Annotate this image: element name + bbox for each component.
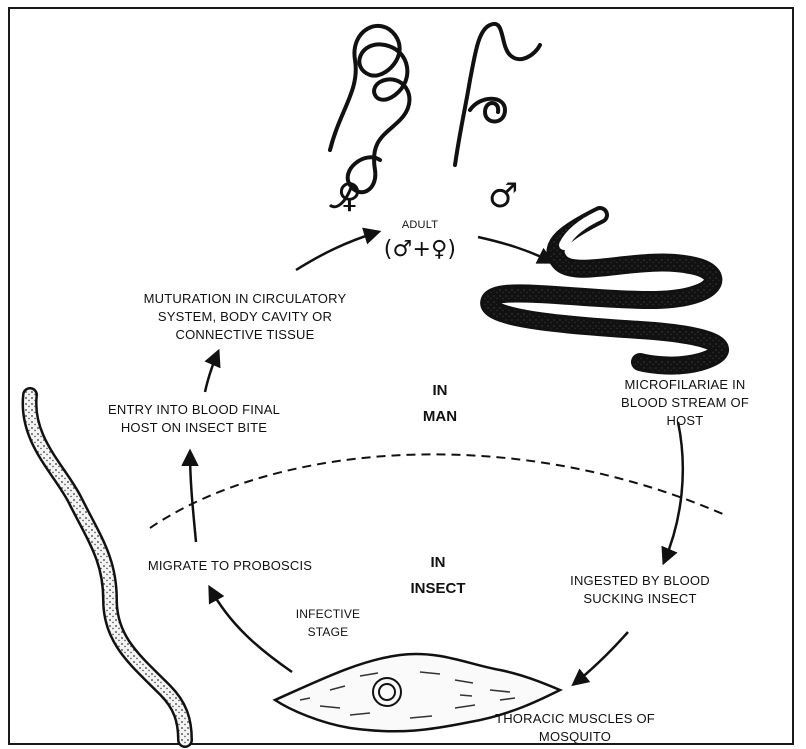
in-man-label: IN MAN [410, 378, 470, 430]
adult-label: ADULT [390, 216, 450, 234]
migrate-label: MIGRATE TO PROBOSCIS [115, 557, 345, 575]
female-symbol-icon: ♀ [337, 176, 362, 216]
entry-label: ENTRY INTO BLOOD FINAL HOST ON INSECT BI… [74, 401, 314, 437]
arrow-ingested-to-muscles [574, 632, 628, 684]
microfilariae-label: MICROFILARIAE IN BLOOD STREAM OF HOST [610, 376, 760, 430]
host-boundary-dashed-line [150, 454, 725, 528]
arrow-maturation-to-adult [296, 232, 378, 270]
in-insect-label: IN INSECT [398, 550, 478, 602]
arrow-entry-to-maturation [205, 352, 218, 392]
arrow-microfilariae-to-ingested [664, 422, 683, 562]
infective-stage-label: INFECTIVE STAGE [278, 605, 378, 641]
ingested-label: INGESTED BY BLOOD SUCKING INSECT [545, 572, 735, 608]
maturation-label: MUTURATION IN CIRCULATORY SYSTEM, BODY C… [115, 290, 375, 344]
arrow-adult-to-microfilariae [478, 237, 552, 262]
adult-formula: (♂+♀) [372, 236, 468, 264]
adult-female-worm [330, 26, 409, 192]
thoracic-muscles-label: THORACIC MUSCLES OF MOSQUITO [475, 710, 675, 746]
adult-male-worm [455, 24, 540, 165]
arrow-proboscis-to-entry [190, 452, 196, 542]
male-symbol-icon: ♂ [488, 176, 518, 216]
